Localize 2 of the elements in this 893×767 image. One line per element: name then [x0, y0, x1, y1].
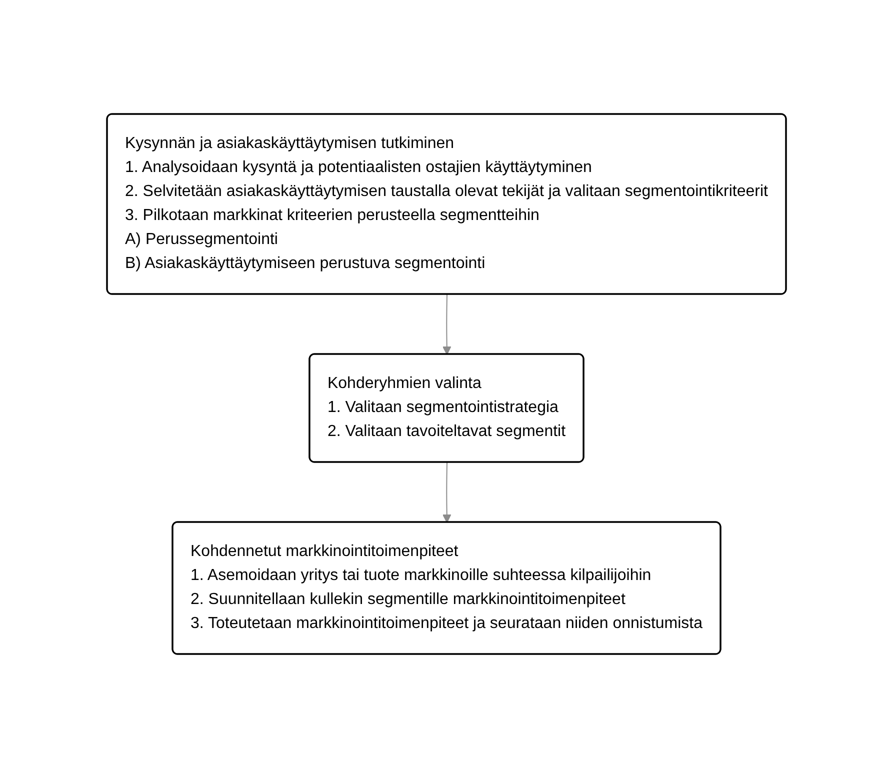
arrow: [442, 294, 452, 354]
arrow: [442, 462, 452, 522]
